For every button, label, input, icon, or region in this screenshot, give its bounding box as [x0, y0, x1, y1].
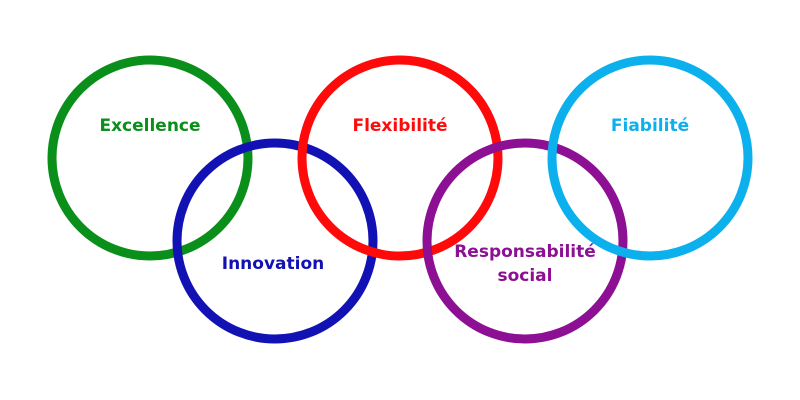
ring-layer	[47, 55, 753, 344]
ring-flexibilite	[297, 55, 503, 261]
ring-label-responsabilite-line-2: social	[497, 266, 552, 286]
ring-label-responsabilite-line-1: Responsabilité	[454, 242, 596, 262]
ring-label-fiabilite: Fiabilité	[611, 116, 689, 136]
ring-fiabilite	[547, 55, 753, 261]
ring-label-excellence: Excellence	[99, 116, 200, 136]
ring-label-innovation: Innovation	[222, 254, 325, 274]
ring-excellence	[47, 55, 253, 261]
ring-responsabilite	[422, 138, 628, 344]
ring-label-flexibilite: Flexibilité	[352, 116, 447, 136]
ring-innovation	[172, 138, 378, 344]
